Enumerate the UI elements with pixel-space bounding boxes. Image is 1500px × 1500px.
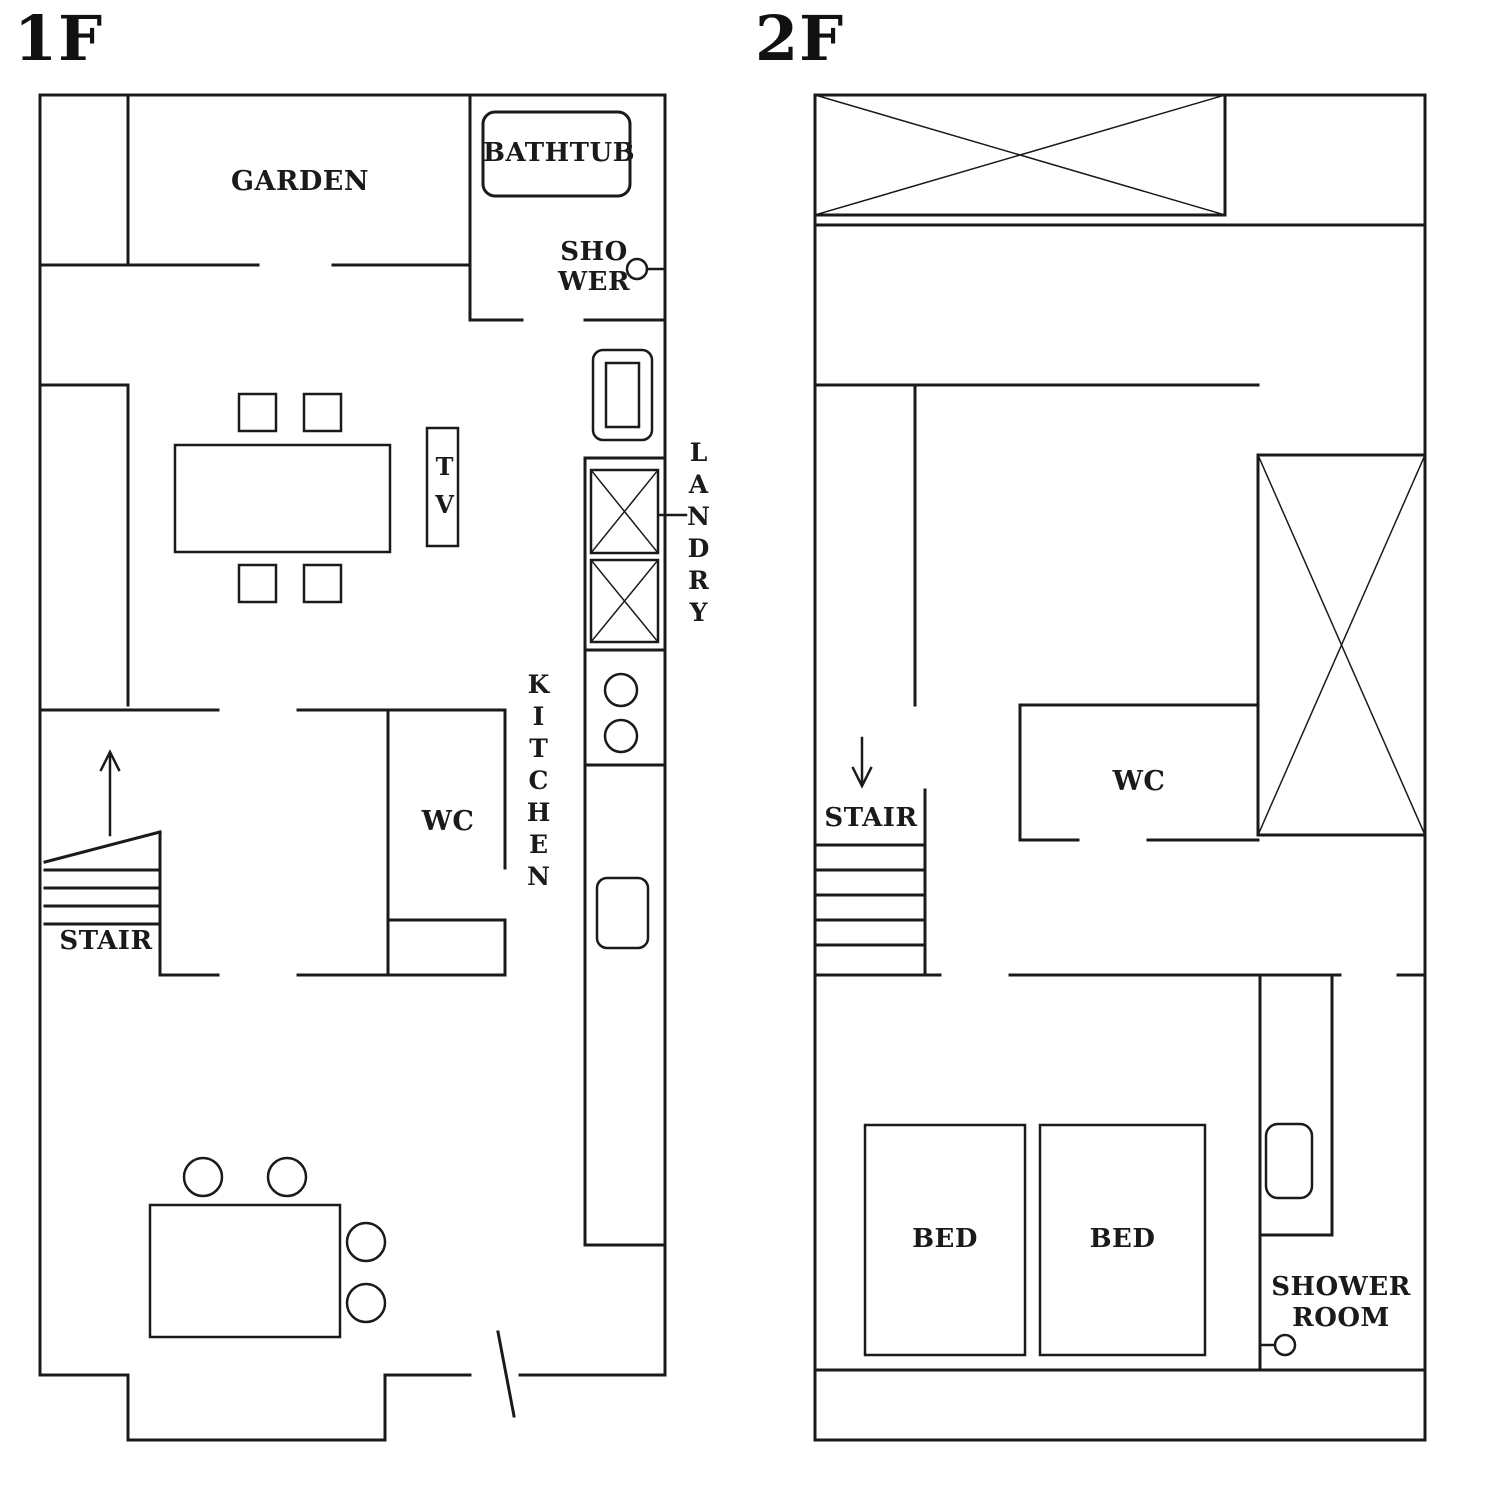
dining-set-upper-1f bbox=[173, 392, 392, 604]
chair-icon bbox=[345, 1221, 387, 1263]
floor1-walls bbox=[38, 93, 667, 1442]
bathtub-label: BATHTUB bbox=[483, 138, 636, 168]
washing-machine-icon bbox=[591, 348, 654, 442]
chair-icon bbox=[302, 563, 343, 604]
wc-1f-label: WC bbox=[421, 806, 475, 837]
sink-icon bbox=[595, 876, 650, 950]
wc-2f-label: WC bbox=[1112, 766, 1166, 797]
landry-label: LANDRY bbox=[684, 438, 713, 630]
bed-left-label: BED bbox=[912, 1224, 978, 1254]
up-arrow-icon bbox=[99, 749, 121, 837]
closet-crossed-icon bbox=[1256, 453, 1427, 837]
balcony-crossed-icon bbox=[813, 93, 1227, 217]
laundry-machines-icon bbox=[589, 468, 688, 644]
stairs-2f bbox=[813, 736, 927, 977]
shower-label: SHO WER bbox=[557, 237, 631, 297]
tv-label: TV bbox=[430, 452, 459, 528]
shower-room-label: SHOWER ROOM bbox=[1271, 1272, 1411, 1334]
tv-cabinet bbox=[425, 426, 460, 548]
bathtub-icon bbox=[481, 110, 632, 198]
stove-burners-icon bbox=[603, 672, 639, 754]
chair-icon bbox=[237, 392, 278, 433]
outer-wall-1f bbox=[38, 93, 667, 1377]
chair-icon bbox=[237, 563, 278, 604]
outer-wall-2f bbox=[813, 93, 1427, 1442]
entry-recess-wall bbox=[38, 1373, 472, 1442]
kitchen-label: KITCHEN bbox=[524, 670, 553, 894]
bed-right-shape bbox=[1038, 1123, 1207, 1357]
dining-table bbox=[148, 1203, 342, 1339]
shower-fixture-1f-icon bbox=[625, 257, 667, 281]
floor2-title: 2F bbox=[755, 2, 845, 75]
chair-icon bbox=[266, 1156, 308, 1198]
floor2-walls bbox=[813, 93, 1427, 1442]
shower-fixture-2f-icon bbox=[1258, 1333, 1297, 1357]
down-arrow-icon bbox=[851, 736, 873, 789]
dining-table bbox=[173, 443, 392, 554]
stairs-1f bbox=[43, 749, 162, 977]
entry-door-mark bbox=[496, 1330, 516, 1418]
floor1-title: 1F bbox=[14, 2, 104, 75]
toilet-icon bbox=[1264, 1122, 1314, 1200]
garden-label: GARDEN bbox=[230, 166, 370, 197]
stair-2f-label: STAIR bbox=[824, 803, 918, 833]
chair-icon bbox=[182, 1156, 224, 1198]
chair-icon bbox=[345, 1282, 387, 1324]
bed-left-shape bbox=[863, 1123, 1027, 1357]
chair-icon bbox=[302, 392, 343, 433]
stair-diagonal bbox=[43, 830, 162, 864]
stair-1f-label: STAIR bbox=[59, 926, 153, 956]
bed-right-label: BED bbox=[1089, 1224, 1156, 1254]
dining-set-lower-1f bbox=[148, 1156, 387, 1339]
